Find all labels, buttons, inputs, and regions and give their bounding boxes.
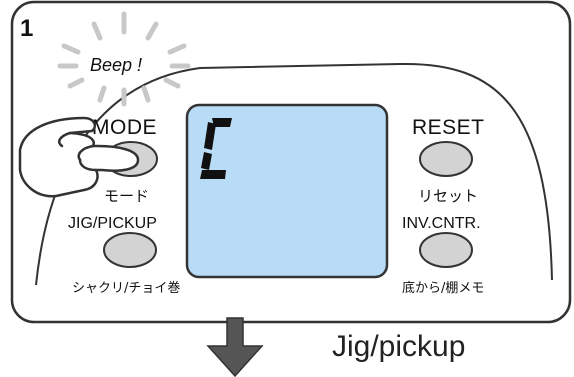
pointing-hand-icon [18, 116, 140, 198]
down-arrow-icon [206, 317, 264, 377]
jig-pickup-label: JIG/PICKUP [68, 215, 157, 232]
reset-sub-label: リセット [418, 187, 478, 205]
inv-cntr-sub-label: 底から/棚メモ [402, 280, 484, 296]
mode-label: MODE [92, 116, 157, 139]
beep-rays-icon [57, 11, 191, 107]
jig-pickup-button[interactable] [103, 232, 157, 268]
beep-text: Beep ! [90, 55, 142, 75]
caption-text: Jig/pickup [332, 330, 465, 363]
inv-cntr-label: INV.CNTR. [402, 215, 481, 232]
reset-button[interactable] [419, 141, 473, 177]
step-number: 1 [20, 15, 33, 42]
mode-sub-label: モード [104, 187, 149, 205]
jig-pickup-sub-label: シャクリ/チョイ巻 [72, 281, 180, 296]
lcd-glyph-c [200, 118, 232, 179]
lcd-display [185, 103, 389, 279]
inv-cntr-button[interactable] [419, 232, 473, 268]
reset-label: RESET [412, 116, 485, 139]
